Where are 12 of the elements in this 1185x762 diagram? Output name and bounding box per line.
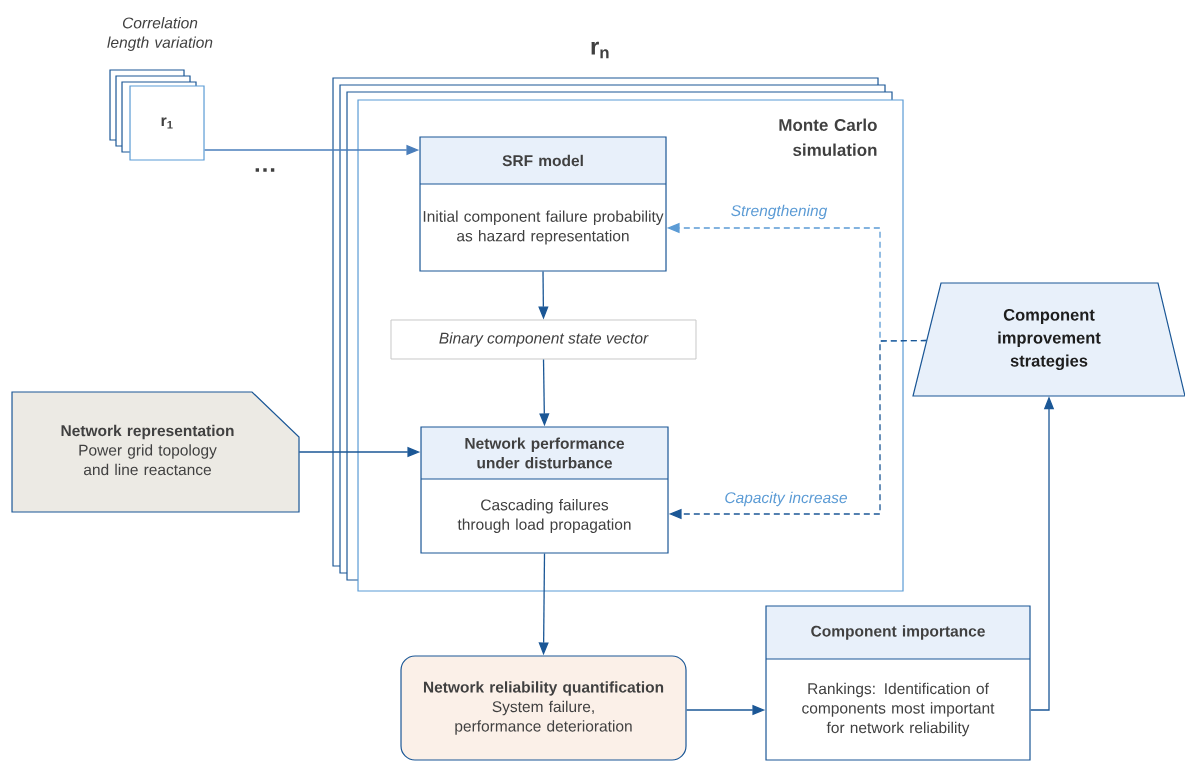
stacked-card: r$_{1}$ xyxy=(109,69,205,161)
trapezoid-box: Component improvement strategies xyxy=(912,282,1185,397)
ellipsis-text: … xyxy=(255,168,275,172)
caption-text: Correlation length variation xyxy=(107,17,213,51)
process-box: SRF model Initial component failure probability as hazard representation xyxy=(419,136,667,272)
panel-title: Monte Carlo simulation xyxy=(779,118,877,156)
process-box: Component importance Rankings: Identification of components most important for network reliability xyxy=(765,605,1031,761)
rounded-box: Network reliability quantification System failure, performance deterioration xyxy=(400,655,687,761)
process-box: Network performance under disturbance Cascading failures through load propagation xyxy=(420,426,669,554)
input-box: Network representation Power grid topology and line reactance xyxy=(11,391,300,513)
state-vector-box: Binary component state vector xyxy=(390,319,697,360)
stack-label: r$_{n}$ xyxy=(591,41,609,59)
